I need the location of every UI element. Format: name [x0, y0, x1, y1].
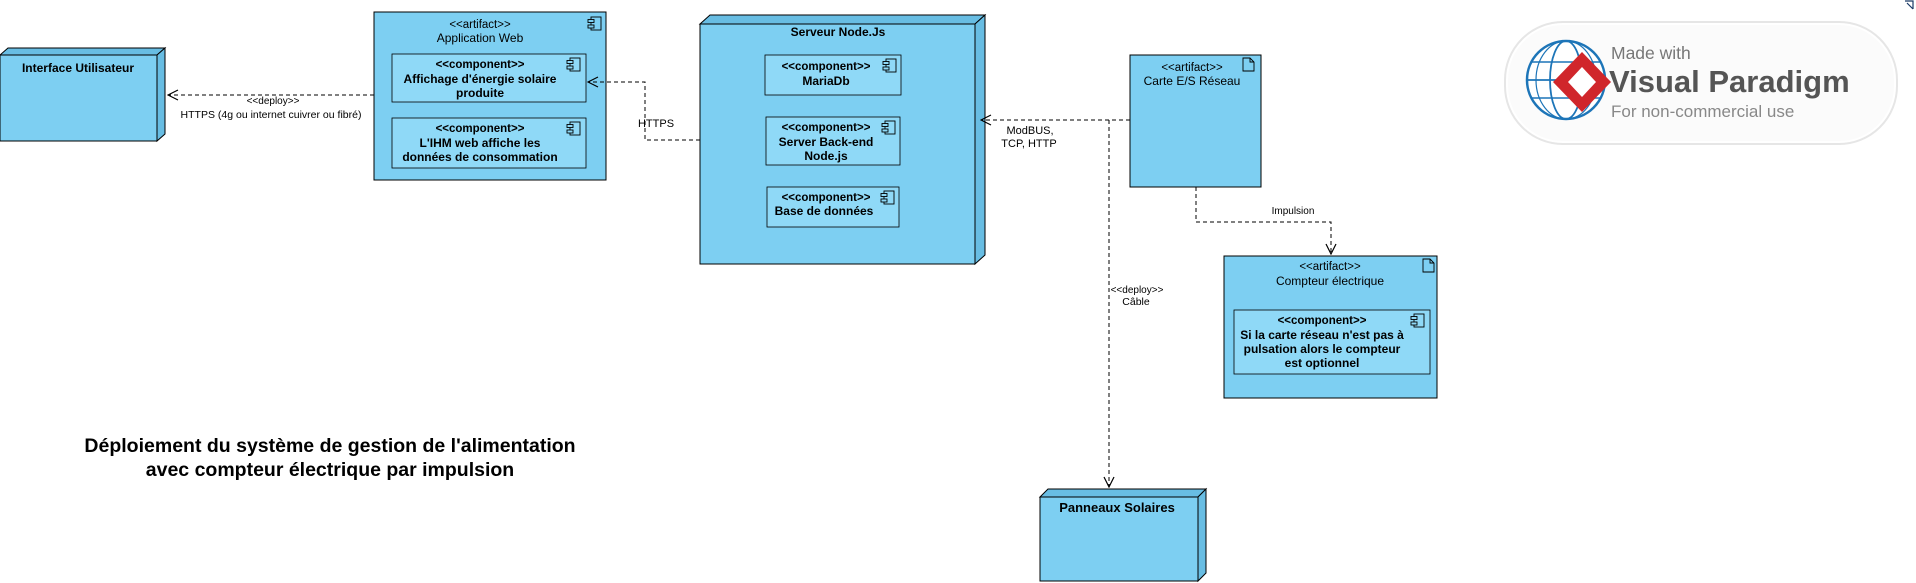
component-name-line3: est optionnel — [1285, 356, 1360, 370]
component-icon — [880, 190, 895, 205]
connector-deploy-cable: <<deploy>> Câble — [1109, 119, 1164, 487]
node-name: Serveur Node.Js — [791, 25, 886, 39]
component-icon — [882, 58, 897, 73]
document-icon — [1422, 258, 1435, 273]
diagram-title-line2: avec compteur électrique par impulsion — [145, 459, 515, 481]
connector-https: HTTPS — [588, 82, 700, 141]
component-mariadb[interactable]: <<component>> MariaDb — [764, 54, 902, 96]
node-panneaux-solaires[interactable]: Panneaux Solaires — [1038, 487, 1208, 583]
component-name-line1: Server Back-end — [779, 135, 874, 149]
document-icon — [1242, 57, 1255, 72]
component-name: MariaDb — [802, 74, 849, 88]
artifact-stereotype: <<artifact>> — [1161, 62, 1223, 74]
connector-label: Impulsion — [1272, 206, 1315, 217]
artifact-stereotype: <<artifact>> — [449, 19, 511, 31]
artifact-name: Application Web — [437, 31, 524, 45]
diagram-title: Déploiement du système de gestion de l'a… — [60, 434, 600, 482]
connector-modbus: ModBUS, TCP, HTTP — [981, 120, 1130, 150]
component-name-line2: Node.js — [804, 149, 848, 163]
component-optionnel[interactable]: <<component>> Si la carte réseau n'est p… — [1233, 309, 1431, 375]
connector-stereotype: <<deploy>> — [247, 96, 300, 107]
component-ihm[interactable]: <<component>> L'IHM web affiche les donn… — [391, 117, 587, 169]
watermark-subtext: For non-commercial use — [1611, 102, 1794, 121]
component-name-line2: données de consommation — [402, 150, 557, 164]
component-name-line2: pulsation alors le compteur — [1244, 342, 1401, 356]
component-icon — [566, 57, 581, 72]
connector-label: HTTPS (4g ou internet cuivrer ou fibré) — [181, 109, 362, 121]
component-backend[interactable]: <<component>> Server Back-end Node.js — [765, 116, 901, 166]
artifact-carte-es-reseau[interactable]: <<artifact>> Carte E/S Réseau — [1129, 54, 1262, 188]
component-base-de-donnees[interactable]: <<component>> Base de données — [766, 186, 900, 228]
watermark-brand: Visual Paradigm — [1609, 64, 1850, 99]
component-name-line2: produite — [456, 86, 504, 100]
component-icon — [1410, 313, 1425, 328]
node-interface-utilisateur[interactable]: Interface Utilisateur — [0, 46, 167, 143]
component-name-line1: Affichage d'énergie solaire — [404, 72, 557, 86]
component-icon — [587, 16, 602, 31]
component-stereotype: <<component>> — [436, 123, 525, 135]
component-stereotype: <<component>> — [1278, 315, 1367, 327]
component-stereotype: <<component>> — [782, 192, 871, 204]
watermark: Made with Visual Paradigm For non-commer… — [1504, 21, 1898, 145]
component-affichage[interactable]: <<component>> Affichage d'énergie solair… — [391, 53, 587, 103]
connector-impulsion: Impulsion — [1195, 187, 1331, 254]
artifact-name: Carte E/S Réseau — [1144, 74, 1241, 88]
component-icon — [881, 120, 896, 135]
node-name: Interface Utilisateur — [22, 61, 134, 75]
connector-label: HTTPS — [638, 118, 674, 130]
component-name-line1: L'IHM web affiche les — [420, 136, 541, 150]
watermark-made-with: Made with — [1611, 43, 1691, 63]
connector-deploy-https: <<deploy>> HTTPS (4g ou internet cuivrer… — [168, 95, 374, 121]
component-stereotype: <<component>> — [782, 122, 871, 134]
visual-paradigm-logo-icon — [1525, 39, 1611, 121]
connector-label: Câble — [1122, 296, 1150, 308]
connector-label-line1: ModBUS, — [1006, 125, 1053, 137]
node-name: Panneaux Solaires — [1059, 500, 1175, 515]
component-icon — [566, 121, 581, 136]
node-serveur-nodejs[interactable]: Serveur Node.Js <<component>> MariaDb <<… — [698, 13, 987, 266]
artifact-compteur-electrique[interactable]: <<artifact>> Compteur électrique <<compo… — [1223, 255, 1438, 399]
diagram-title-line1: Déploiement du système de gestion de l'a… — [84, 435, 576, 457]
artifact-name: Compteur électrique — [1276, 274, 1384, 288]
artifact-stereotype: <<artifact>> — [1299, 261, 1361, 273]
corner-handle-icon — [1905, 0, 1914, 10]
component-name-line1: Si la carte réseau n'est pas à — [1240, 328, 1404, 342]
component-stereotype: <<component>> — [782, 61, 871, 73]
component-name: Base de données — [775, 204, 874, 218]
component-stereotype: <<component>> — [436, 59, 525, 71]
connector-label-line2: TCP, HTTP — [1001, 138, 1056, 150]
connector-stereotype: <<deploy>> — [1111, 285, 1164, 296]
artifact-application-web[interactable]: <<artifact>> Application Web <<component… — [373, 11, 607, 181]
